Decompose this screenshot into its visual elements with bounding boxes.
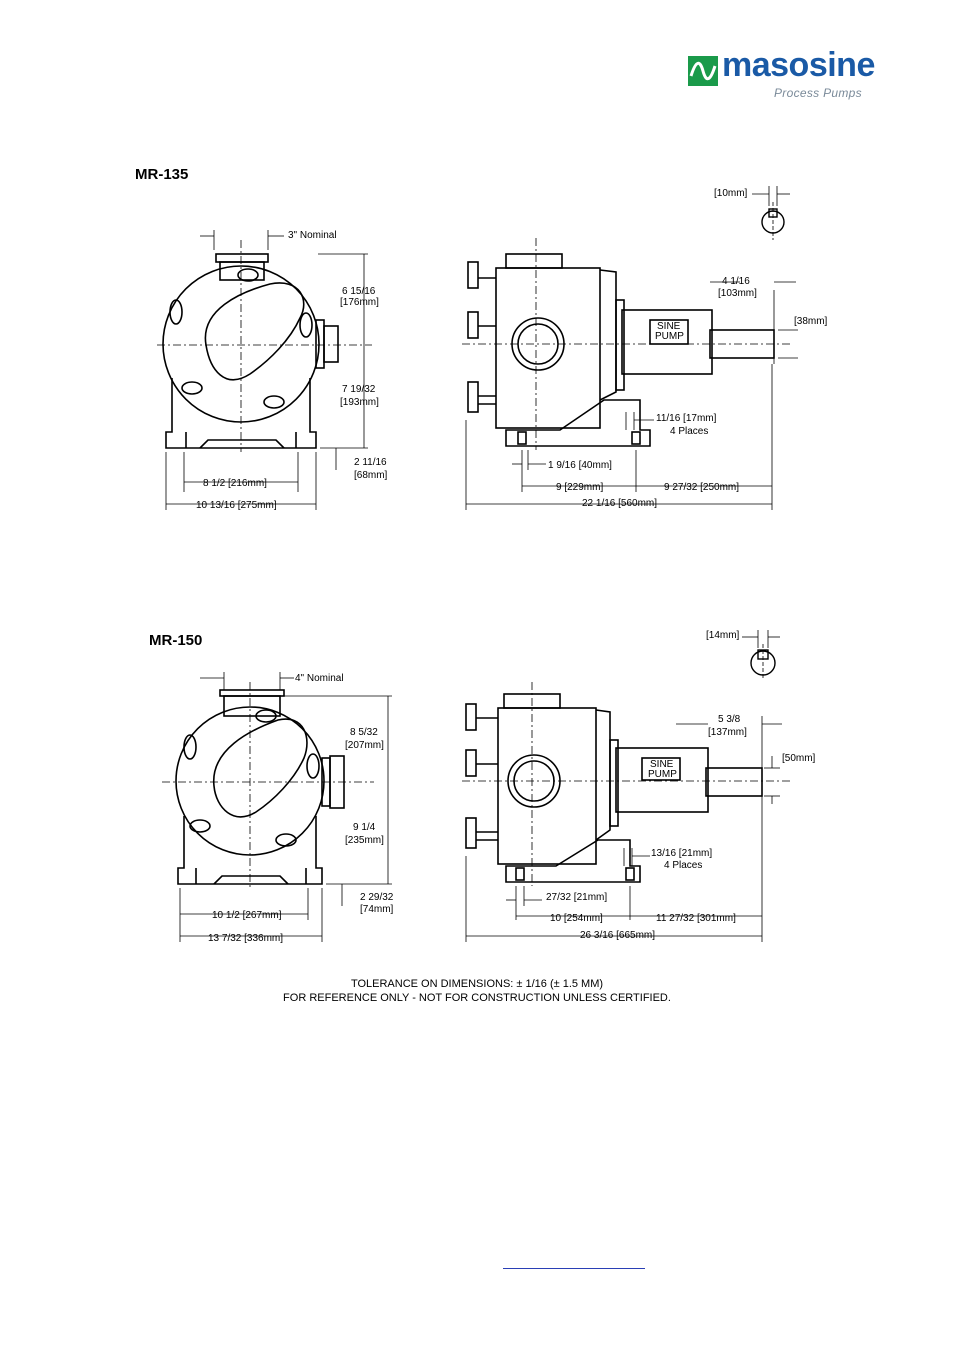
mr135-base-a: 9 [229mm] — [556, 482, 603, 493]
mr135-hole-places: 4 Places — [670, 426, 708, 437]
mr135-height-top-mm: [176mm] — [340, 297, 379, 308]
mr135-height-top-in: 6 15/16 — [342, 286, 376, 297]
mr135-side-view: SINE PUMP 4 1/16 [103mm] [38mm] 11/16 [1… — [462, 186, 828, 510]
mr150-overall-length: 26 3/16 [665mm] — [580, 930, 655, 941]
model-title-mr135: MR-135 — [135, 166, 189, 183]
mr150-foot-width: 10 1/2 [267mm] — [212, 910, 282, 921]
mr150-hole-offset: 27/32 [21mm] — [546, 892, 607, 903]
mr135-height-bottom-in: 7 19/32 — [342, 384, 376, 395]
footer-link-underline[interactable] — [503, 1268, 645, 1269]
mr135-key-width: [10mm] — [714, 188, 748, 199]
mr150-overall-width: 13 7/32 [336mm] — [208, 933, 283, 944]
mr135-foot-height-in: 2 11/16 — [354, 457, 387, 468]
mr135-sine-label-1: SINE — [657, 321, 681, 332]
mr150-sine-label-2: PUMP — [648, 769, 677, 780]
mr150-base-a: 10 [254mm] — [550, 913, 603, 924]
tolerance-note: TOLERANCE ON DIMENSIONS: ± 1/16 (± 1.5 M… — [350, 978, 604, 990]
mr135-sine-label-2: PUMP — [655, 331, 684, 342]
mr150-key-width: [14mm] — [706, 630, 740, 641]
mr135-height-bottom-mm: [193mm] — [340, 397, 379, 408]
mr150-front-view: 4" Nominal 8 5/32 [207mm] 9 1/4 [235mm] … — [162, 672, 394, 944]
mr135-overall-width: 10 13/16 [275mm] — [196, 500, 277, 511]
model-title-mr150: MR-150 — [149, 632, 203, 649]
mr150-shaft-length-mm: [137mm] — [708, 727, 747, 738]
mr135-foot-width: 8 1/2 [216mm] — [203, 478, 267, 489]
mr150-foot-height-mm: [74mm] — [360, 904, 394, 915]
mr135-shaft-length-mm: [103mm] — [718, 288, 757, 299]
mr150-shaft-length-in: 5 3/8 — [718, 714, 741, 725]
mr150-base-b: 11 27/32 [301mm] — [656, 913, 736, 924]
brand-logo: masosine Process Pumps — [688, 46, 888, 104]
mr135-front-view: 3" Nominal 6 15/16 [176mm] 7 19/32 [193m… — [157, 230, 388, 511]
mr135-base-b: 9 27/32 [250mm] — [664, 482, 739, 493]
brand-tagline: Process Pumps — [774, 86, 862, 100]
wave-logo-icon — [688, 56, 718, 86]
mr135-nominal-label: 3" Nominal — [288, 230, 337, 241]
mr135-hole-size: 11/16 [17mm] — [656, 413, 717, 424]
mr150-height-top-mm: [207mm] — [345, 740, 384, 751]
mr135-shaft-length-in: 4 1/16 — [722, 276, 750, 287]
mr150-hole-places: 4 Places — [664, 860, 702, 871]
reference-note: FOR REFERENCE ONLY - NOT FOR CONSTRUCTIO… — [283, 992, 671, 1004]
mr150-nominal-label: 4" Nominal — [295, 673, 344, 684]
mr135-foot-height-mm: [68mm] — [354, 470, 388, 481]
mr150-side-view: SINE PUMP 5 3/8 [137mm] [50mm] 13/16 [21… — [462, 630, 816, 942]
mr135-hole-offset: 1 9/16 [40mm] — [548, 460, 612, 471]
mr150-sine-label-1: SINE — [650, 759, 674, 770]
mr135-shaft-diameter: [38mm] — [794, 316, 828, 327]
mr150-hole-size: 13/16 [21mm] — [651, 848, 712, 859]
mr150-foot-height-in: 2 29/32 — [360, 892, 394, 903]
mr150-height-bottom-in: 9 1/4 — [353, 822, 376, 833]
brand-name: masosine — [722, 46, 875, 84]
mr150-shaft-diameter: [50mm] — [782, 753, 816, 764]
mr150-height-bottom-mm: [235mm] — [345, 835, 384, 846]
mr135-overall-length: 22 1/16 [560mm] — [582, 498, 657, 509]
mr150-height-top-in: 8 5/32 — [350, 727, 378, 738]
